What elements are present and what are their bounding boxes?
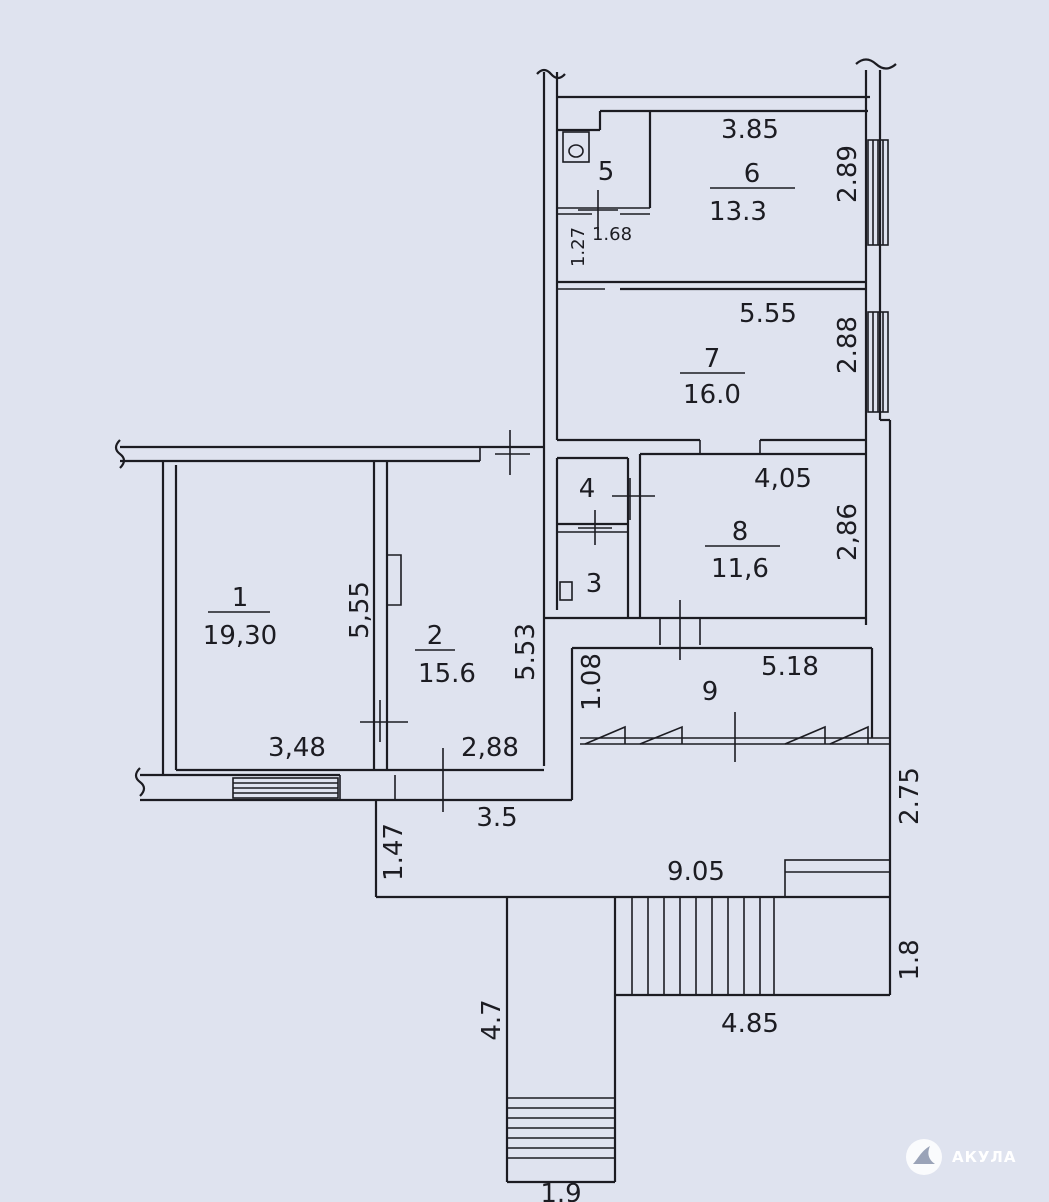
- dim-r9-width: 5.18: [761, 652, 819, 682]
- dim-r1-height: 5,55: [345, 581, 375, 639]
- dim-hall-width: 9.05: [667, 857, 725, 887]
- dim-r6-height: 2.89: [833, 145, 863, 203]
- room-2-label: 2 15.6: [415, 621, 476, 689]
- toilet-icon: [562, 131, 590, 163]
- room-3-label: 3: [586, 569, 603, 599]
- shark-fin-icon: [906, 1139, 942, 1175]
- dim-porch-height: 1.8: [895, 939, 925, 980]
- window: [867, 139, 889, 246]
- dim-r5-width: 1.68: [592, 224, 632, 245]
- svg-text:7: 7: [704, 344, 721, 374]
- dim-r2-height: 5.53: [511, 623, 541, 681]
- svg-text:8: 8: [732, 517, 749, 547]
- opening-markers: [360, 190, 736, 812]
- svg-text:11,6: 11,6: [711, 554, 769, 584]
- room-9-label: 9: [702, 677, 719, 707]
- room-1-label: 1 19,30: [203, 583, 277, 651]
- dim-r5-height: 1.27: [568, 227, 589, 267]
- svg-text:6: 6: [744, 159, 761, 189]
- dim-hall-right-height: 2.75: [895, 767, 925, 825]
- room-5-label: 5: [598, 157, 615, 187]
- dim-hall-left-height: 1.47: [379, 823, 409, 881]
- svg-text:2: 2: [427, 621, 444, 651]
- dim-r7-width: 5.55: [739, 299, 797, 329]
- dim-r8-width: 4,05: [754, 464, 812, 494]
- svg-text:13.3: 13.3: [709, 197, 767, 227]
- room-4-label: 4: [579, 474, 596, 504]
- svg-text:16.0: 16.0: [683, 380, 741, 410]
- dim-r1-width: 3,48: [268, 733, 326, 763]
- dim-hall-left: 3.5: [476, 803, 517, 833]
- dim-ramp-width: 1.9: [540, 1179, 581, 1202]
- stairs: [613, 897, 890, 997]
- window: [867, 311, 889, 413]
- room-8-label: 8 11,6: [705, 517, 780, 584]
- dim-porch-width: 4.85: [721, 1009, 779, 1039]
- dimensions: 3.85 2.89 1.68 1.27 5.55 2.88 4,05 2,86 …: [268, 115, 925, 1202]
- svg-text:19,30: 19,30: [203, 621, 277, 651]
- ramp: [505, 897, 617, 1184]
- dim-r9-height: 1.08: [577, 653, 607, 711]
- svg-text:1: 1: [232, 583, 249, 613]
- sink-icon: [559, 581, 573, 601]
- svg-text:15.6: 15.6: [418, 659, 476, 689]
- room-6-label: 6 13.3: [709, 159, 795, 227]
- dim-ramp-length: 4.7: [477, 999, 507, 1040]
- dim-r8-height: 2,86: [833, 503, 863, 561]
- dim-r2-width: 2,88: [461, 733, 519, 763]
- dim-r7-height: 2.88: [833, 316, 863, 374]
- door-swing: [584, 725, 869, 745]
- window: [232, 777, 339, 799]
- watermark-text: АКУЛА: [952, 1148, 1017, 1166]
- watermark: АКУЛА: [904, 1135, 1017, 1179]
- walls: [114, 58, 897, 1184]
- room-7-label: 7 16.0: [680, 344, 745, 410]
- dim-r6-width: 3.85: [721, 115, 779, 145]
